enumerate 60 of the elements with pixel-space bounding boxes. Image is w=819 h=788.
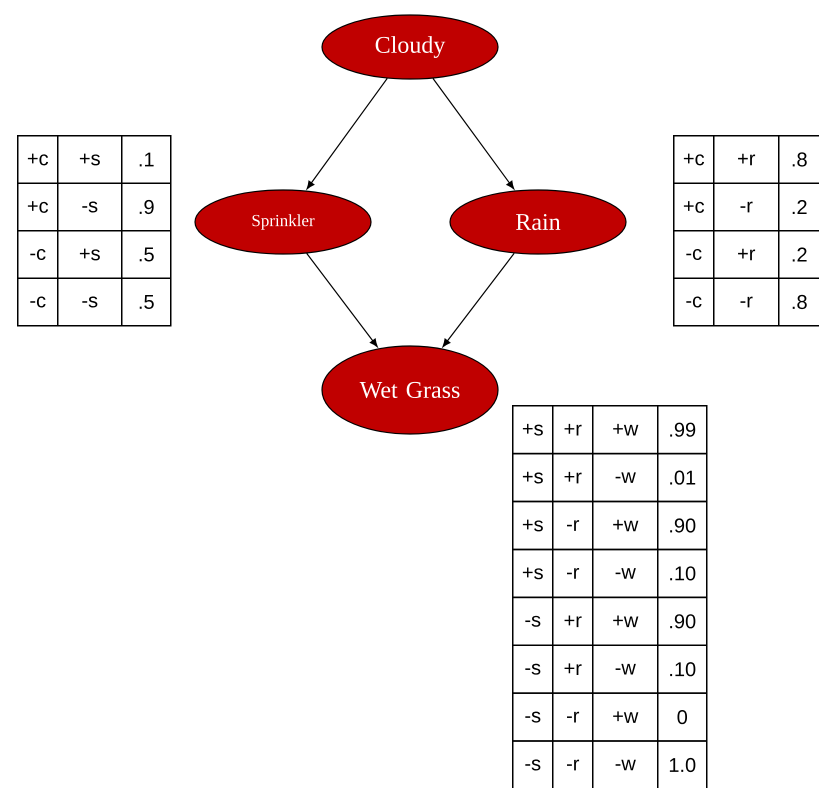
table-cell: +s <box>57 230 122 279</box>
table-cell: .8 <box>778 278 819 326</box>
table-cell: .10 <box>657 548 708 598</box>
table-cell: +w <box>592 500 658 550</box>
table-cell: .90 <box>657 596 708 646</box>
table-cell: -r <box>713 278 780 326</box>
arrow <box>306 253 378 348</box>
table-cell: .8 <box>778 135 819 184</box>
table-cell: .99 <box>657 405 708 454</box>
table-cell: -c <box>17 278 58 326</box>
table-cell: -w <box>592 548 658 598</box>
table-cell: +c <box>17 182 58 232</box>
table-cell: +w <box>592 596 658 646</box>
table-cell: +r <box>552 405 594 454</box>
table-cell: -c <box>673 230 714 279</box>
table-cell: -s <box>512 644 554 694</box>
arrow <box>432 78 514 190</box>
table-cell: +r <box>552 452 594 502</box>
table-cell: -r <box>713 182 780 232</box>
table-cell: +r <box>713 230 780 279</box>
table-cell: +s <box>512 452 554 502</box>
table-cell: +s <box>512 500 554 550</box>
table-cell: -s <box>57 182 122 232</box>
table-cell: -r <box>552 740 594 788</box>
table-cell: +s <box>512 548 554 598</box>
table-cell: .10 <box>657 644 708 694</box>
table-cell: 0 <box>657 692 708 742</box>
table-cell: .01 <box>657 452 708 502</box>
table-cell: +r <box>552 644 594 694</box>
arrow <box>306 78 388 190</box>
table-cell: .5 <box>121 230 172 279</box>
table-cell: -w <box>592 740 658 788</box>
table-cell: 1.0 <box>657 740 708 788</box>
arrow <box>442 253 515 348</box>
table-cell: -r <box>552 692 594 742</box>
table-cell: -c <box>17 230 58 279</box>
table-cell: +r <box>552 596 594 646</box>
table-cell: +s <box>512 405 554 454</box>
table-cell: +s <box>57 135 122 184</box>
table-cell: -r <box>552 500 594 550</box>
table-cell: -w <box>592 452 658 502</box>
table-cell: .9 <box>121 182 172 232</box>
table-cell: +c <box>673 135 714 184</box>
table-cell: .2 <box>778 230 819 279</box>
table-cell: +r <box>713 135 780 184</box>
table-cell: .1 <box>121 135 172 184</box>
table-cell: -s <box>57 278 122 326</box>
table-cell: +c <box>673 182 714 232</box>
table-cell: -r <box>552 548 594 598</box>
table-cell: .5 <box>121 278 172 326</box>
table-cell: -s <box>512 596 554 646</box>
table-cell: +c <box>17 135 58 184</box>
table-cell: -s <box>512 692 554 742</box>
table-cell: +w <box>592 692 658 742</box>
table-cell: .90 <box>657 500 708 550</box>
table-cell: -w <box>592 644 658 694</box>
table-cell: .2 <box>778 182 819 232</box>
table-cell: -s <box>512 740 554 788</box>
table-cell: +w <box>592 405 658 454</box>
table-cell: -c <box>673 278 714 326</box>
